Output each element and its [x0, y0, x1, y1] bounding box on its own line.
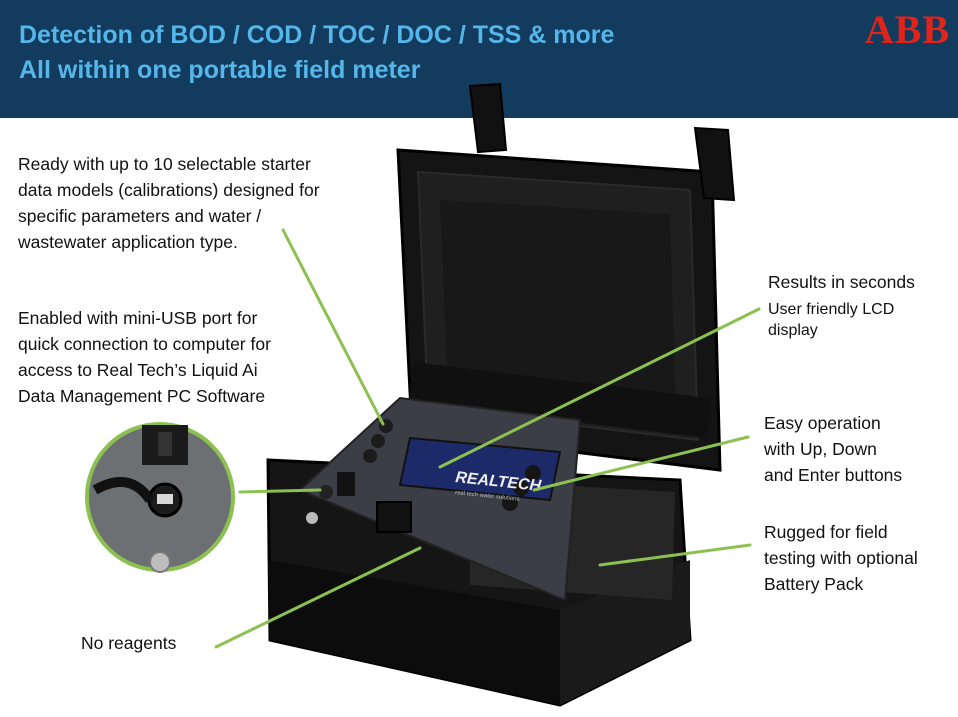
- usb-port: [319, 485, 333, 499]
- leader-lines: [214, 228, 761, 649]
- callout-line: Ready with up to 10 selectable starter: [18, 154, 311, 174]
- callout-line: access to Real Tech’s Liquid Ai: [18, 360, 258, 380]
- callout-line: with Up, Down: [764, 439, 877, 459]
- callout-line: Rugged for field: [764, 522, 888, 542]
- calibrate-button: [371, 434, 385, 448]
- headline-line-2: All within one portable field meter: [19, 56, 421, 84]
- leader-reagents: [214, 546, 422, 649]
- esc-button: [363, 449, 377, 463]
- callout-line: Enabled with mini-USB port for: [18, 308, 258, 328]
- callout-line: and Enter buttons: [764, 465, 903, 485]
- leader-rugged: [598, 543, 752, 567]
- up-button: [525, 465, 541, 481]
- leader-buttons: [532, 435, 750, 492]
- callout-line: data models (calibrations) designed for: [18, 180, 320, 200]
- down-button: [502, 495, 518, 511]
- callout-operation: Easy operation with Up, Down and Enter b…: [764, 410, 902, 488]
- headline-line-1: Detection of BOD / COD / TOC / DOC / TSS…: [19, 21, 615, 49]
- callout-rugged: Rugged for field testing with optional B…: [764, 519, 918, 597]
- callout-calibrations: Ready with up to 10 selectable starter d…: [18, 151, 320, 255]
- callout-line: display: [768, 322, 818, 339]
- callout-line: testing with optional: [764, 548, 918, 568]
- callout-line: specific parameters and water /: [18, 206, 262, 226]
- callout-usb: Enabled with mini-USB port for quick con…: [18, 305, 271, 409]
- callout-line: User friendly LCD: [768, 301, 895, 318]
- screw-terminal: [306, 512, 318, 524]
- usb-closeup-inset: [85, 422, 235, 573]
- callout-results-title: Results in seconds: [768, 272, 915, 292]
- callout-line: quick connection to computer for: [18, 334, 271, 354]
- callout-line: Battery Pack: [764, 574, 864, 594]
- abb-logo: ABB: [864, 7, 950, 52]
- leader-usb: [238, 488, 322, 494]
- sample-cell-port: [376, 501, 412, 533]
- case-lid: [396, 82, 736, 472]
- callout-results: Results in seconds User friendly LCD dis…: [768, 269, 915, 341]
- control-panel: REALTECH real tech water solutions: [298, 396, 582, 602]
- enter-button: [513, 480, 529, 496]
- callout-reagents: No reagents: [81, 633, 177, 653]
- leader-calibrations: [281, 228, 385, 426]
- callout-line: wastewater application type.: [18, 232, 238, 252]
- callout-line: Data Management PC Software: [18, 386, 266, 406]
- leader-lcd: [438, 307, 761, 469]
- callout-line: Easy operation: [764, 413, 881, 433]
- power-switch: [337, 472, 355, 496]
